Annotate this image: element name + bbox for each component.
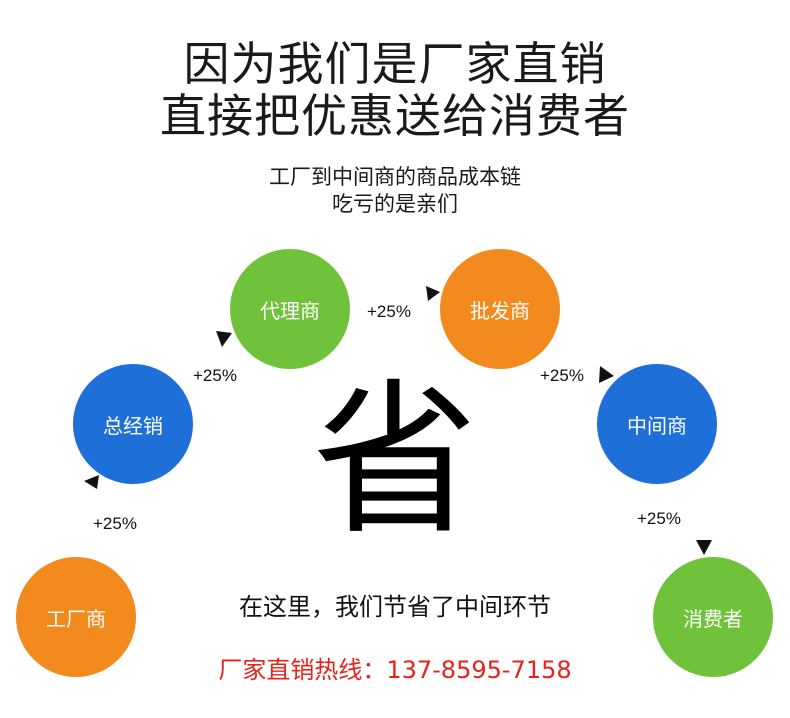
node-consumer: 消费者	[653, 557, 773, 677]
hotline: 厂家直销热线：137-8595-7158	[218, 656, 572, 684]
node-factory: 工厂商	[16, 557, 136, 677]
arrow-icon-agent	[426, 286, 440, 301]
node-agent-label: 代理商	[260, 298, 320, 323]
node-middleman: 中间商	[597, 364, 717, 484]
tagline: 在这里，我们节省了中间环节	[239, 593, 551, 621]
center-character: 省	[312, 365, 478, 558]
arrow-icon-factory	[84, 475, 99, 489]
subtitle-line-1: 工厂到中间商的商品成本链	[269, 165, 521, 189]
node-wholesaler: 批发商	[440, 249, 560, 369]
node-middleman-label: 中间商	[627, 413, 687, 438]
arrow-icon-distributor	[216, 331, 232, 347]
markup-label-3: +25%	[367, 302, 411, 321]
node-general-distributor-label: 总经销	[103, 413, 163, 438]
node-wholesaler-label: 批发商	[470, 298, 530, 323]
node-consumer-label: 消费者	[683, 606, 743, 631]
headline-line-1: 因为我们是厂家直销	[183, 37, 607, 91]
markup-label-4: +25%	[540, 366, 584, 385]
arrow-icon-middleman	[696, 540, 712, 555]
node-agent: 代理商	[230, 249, 350, 369]
markup-label-2: +25%	[193, 366, 237, 385]
markup-label-1: +25%	[93, 514, 137, 533]
node-general-distributor: 总经销	[73, 364, 193, 484]
arrow-icon-wholesaler	[599, 366, 614, 383]
subtitle-line-2: 吃亏的是亲们	[332, 192, 458, 216]
node-factory-label: 工厂商	[46, 606, 106, 631]
headline-line-2: 直接把优惠送给消费者	[160, 89, 630, 143]
markup-label-5: +25%	[637, 509, 681, 528]
